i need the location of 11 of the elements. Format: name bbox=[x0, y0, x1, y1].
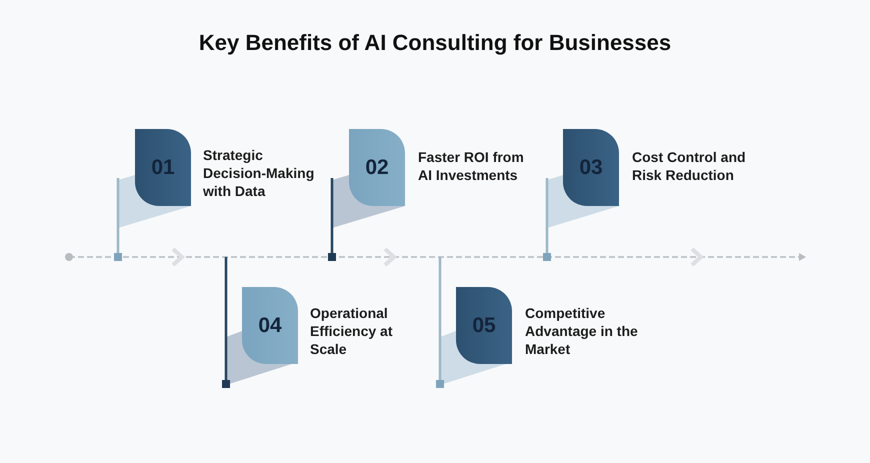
number-badge: 02 bbox=[349, 129, 405, 206]
benefit-text: Operational Efficiency at Scale bbox=[310, 304, 394, 358]
benefit-text: Cost Control and Risk Reduction bbox=[632, 148, 747, 184]
benefit-text: Competitive Advantage in the Market bbox=[525, 304, 639, 358]
number-badge: 01 bbox=[135, 129, 191, 206]
number-badge: 04 bbox=[242, 287, 298, 364]
number-badge: 05 bbox=[456, 287, 512, 364]
benefit-text: Strategic Decision-Making with Data bbox=[203, 146, 316, 200]
title: Key Benefits of AI Consulting for Businesses bbox=[198, 30, 672, 56]
benefit-text: Faster ROI from AI Investments bbox=[418, 148, 525, 184]
number-badge: 03 bbox=[563, 129, 619, 206]
